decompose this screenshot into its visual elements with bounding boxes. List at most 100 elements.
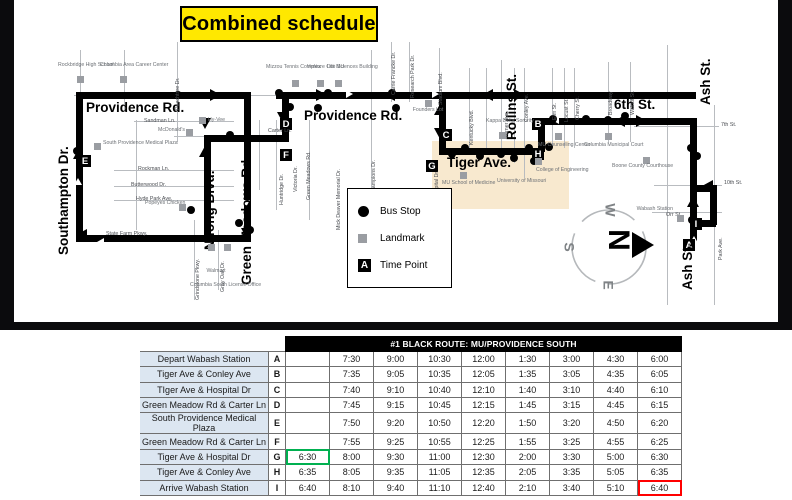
bus-stop-dot: [530, 157, 538, 165]
street-name-nifong: Nifong Blvd.: [202, 170, 217, 251]
empty-time-cell: [285, 397, 330, 414]
street-line: [667, 45, 668, 305]
landmark-icon: [335, 80, 342, 87]
street-label: Green Meadows Rd.: [306, 151, 312, 200]
time-cell: 11:10: [417, 479, 462, 497]
landmark-label: Mizzou Tennis Complex: [266, 64, 321, 70]
stop-name-cell: Arrive Wabash Station: [140, 479, 269, 497]
street-line: [564, 68, 565, 148]
time-cell: 3:25: [549, 433, 594, 450]
time-point-D: D: [280, 118, 292, 130]
time-cell: 6:30: [285, 448, 330, 466]
time-cell: 11:00: [417, 448, 462, 466]
bus-stop-dot: [246, 226, 254, 234]
route-arrow-icon: [514, 89, 525, 101]
street-line: [259, 120, 260, 190]
route-arrow-icon: [687, 196, 699, 207]
bus-stop-dot: [388, 89, 396, 97]
time-cell: 11:05: [417, 464, 462, 481]
street-label: Rockman Ln.: [138, 166, 170, 172]
street-line: [514, 68, 515, 163]
landmark-icon: [120, 76, 127, 83]
route-segment: [710, 185, 717, 225]
time-cell: 7:45: [329, 397, 374, 414]
landmark-label: Columbia Municipal Court: [584, 142, 644, 148]
stop-name-cell: Tiger Ave & Hospital Dr: [140, 448, 269, 466]
stop-name-cell: Tiger Ave & Conley Ave: [140, 464, 269, 481]
time-cell: 6:10: [637, 381, 682, 399]
empty-time-cell: [285, 366, 330, 383]
landmark-label: Popeyes Chicken: [145, 200, 186, 206]
street-label: Park Ave.: [718, 237, 724, 260]
time-cell: 10:40: [417, 381, 462, 399]
time-cell: 7:55: [329, 433, 374, 450]
landmark-label: College of Engineering: [536, 167, 589, 173]
time-point-letter-cell: C: [268, 381, 286, 399]
time-cell: 4:40: [593, 381, 638, 399]
landmark-icon: [179, 204, 186, 211]
legend-row-bus-stop: Bus Stop: [358, 198, 451, 225]
time-cell: 9:15: [373, 397, 418, 414]
street-label: Kentucky Blvd.: [469, 109, 475, 145]
street-line: [630, 62, 631, 142]
street-line: [276, 120, 277, 210]
time-cell: 9:25: [373, 433, 418, 450]
time-cell: 2:05: [505, 464, 550, 481]
landmark-icon: [94, 143, 101, 150]
time-point-letter-cell: A: [268, 350, 286, 368]
bus-stop-dot: [510, 154, 518, 162]
street-line: [654, 185, 722, 186]
time-cell: 9:35: [373, 464, 418, 481]
time-cell: 12:25: [461, 433, 506, 450]
bus-stop-dot: [525, 144, 533, 152]
compass-n: N: [601, 229, 635, 251]
landmark-label: Wabash Station: [636, 206, 673, 212]
time-cell: 6:40: [285, 479, 330, 497]
time-cell: 3:05: [549, 366, 594, 383]
bus-stop-dot: [582, 115, 590, 123]
landmark-icon: [677, 215, 684, 222]
bus-stop-icon: [358, 206, 380, 217]
landmark-icon: [425, 100, 432, 107]
time-cell: 12:20: [461, 412, 506, 435]
route-segment: [76, 92, 83, 242]
street-label: Broadway: [608, 91, 614, 115]
time-point-H: H: [532, 148, 544, 160]
bus-stop-dot: [497, 150, 505, 158]
empty-time-cell: [285, 412, 330, 435]
time-cell: 3:15: [549, 397, 594, 414]
street-name-6th: 6th St.: [614, 97, 656, 112]
bus-stop-dot: [448, 150, 456, 158]
schedule-table-panel: #1 BLACK ROUTE: MU/PROVIDENCE SOUTH Depa…: [0, 336, 792, 500]
time-cell: 6:05: [637, 366, 682, 383]
street-label: Peachtree Dr.: [175, 77, 181, 110]
route-segment: [204, 135, 289, 142]
time-cell: 3:10: [549, 381, 594, 399]
time-point-letter-cell: B: [268, 366, 286, 383]
empty-time-cell: [285, 433, 330, 450]
time-cell: 6:35: [637, 464, 682, 481]
street-line: [134, 121, 234, 122]
legend-row-time-point: A Time Point: [358, 252, 451, 279]
landmark-label: Hy-Vee: [208, 117, 226, 123]
bus-stop-dot: [314, 104, 322, 112]
route-arrow-icon: [76, 229, 87, 241]
time-cell: 9:40: [373, 479, 418, 497]
map-frame-right: [778, 0, 792, 322]
route-map-panel: 6: [0, 0, 792, 330]
schedule-table: #1 BLACK ROUTE: MU/PROVIDENCE SOUTH Depa…: [140, 336, 682, 497]
street-line: [391, 42, 392, 102]
street-line: [114, 200, 234, 201]
landmark-icon: [499, 132, 506, 139]
time-cell: 3:00: [549, 350, 594, 368]
route-header-title: #1 BLACK ROUTE: MU/PROVIDENCE SOUTH: [285, 336, 682, 352]
time-cell: 8:10: [329, 479, 374, 497]
time-cell: 9:00: [373, 350, 418, 368]
time-cell: 10:50: [417, 412, 462, 435]
time-cell: 1:30: [505, 350, 550, 368]
time-cell: 3:35: [549, 464, 594, 481]
